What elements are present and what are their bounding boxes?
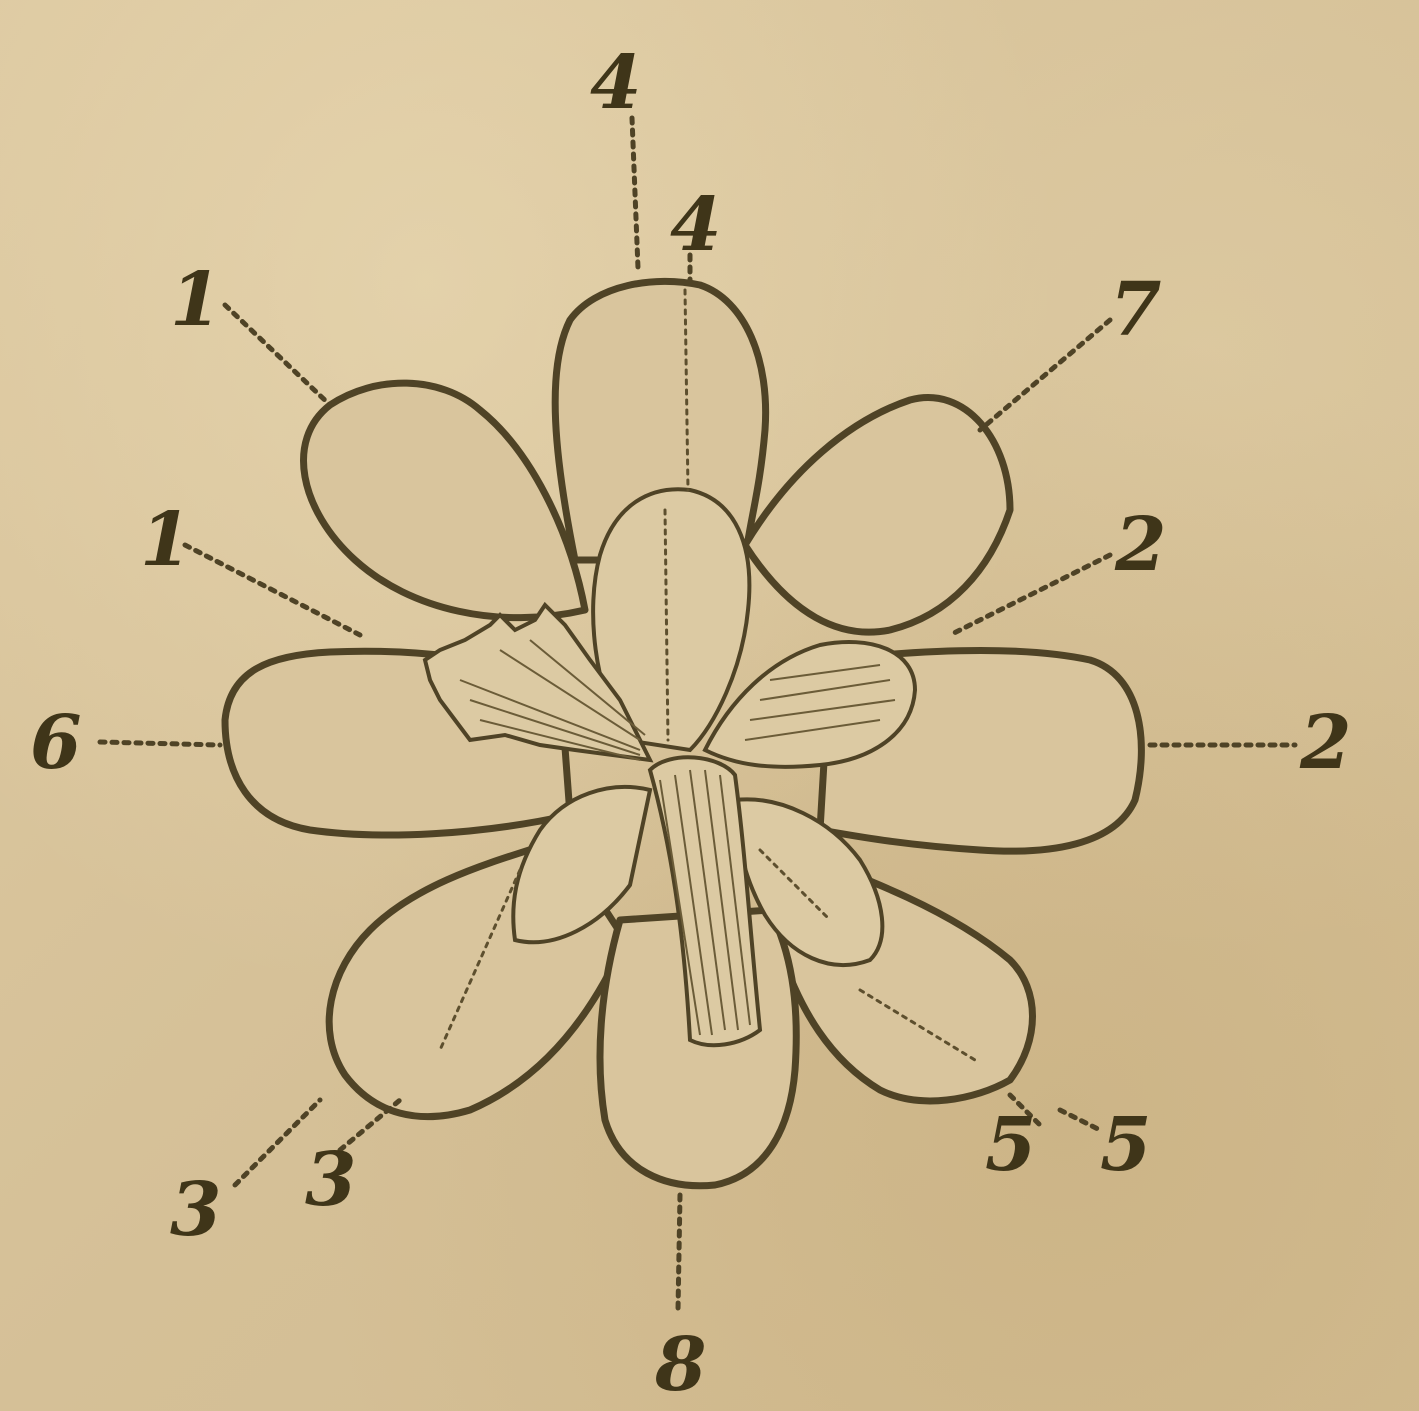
leader-8 xyxy=(678,1195,680,1310)
label-6: 6 xyxy=(30,700,82,786)
label-4-inner: 4 xyxy=(670,182,722,268)
label-5-inner: 5 xyxy=(985,1102,1037,1188)
label-1-lower: 1 xyxy=(140,497,192,583)
petal-top-left xyxy=(304,383,585,618)
leader-4-outer xyxy=(632,118,638,268)
leader-5-outer xyxy=(1060,1110,1100,1130)
label-1-upper: 1 xyxy=(170,257,222,343)
leader-7 xyxy=(980,320,1110,430)
label-8: 8 xyxy=(654,1322,707,1408)
label-5-outer: 5 xyxy=(1100,1102,1152,1188)
label-7: 7 xyxy=(1110,267,1162,353)
label-3-inner: 3 xyxy=(305,1137,357,1223)
label-2-right: 2 xyxy=(1299,700,1352,786)
label-2-upper: 2 xyxy=(1114,502,1167,588)
leader-1-lower xyxy=(185,545,360,635)
petal-top-right xyxy=(745,398,1010,633)
label-4-outer: 4 xyxy=(590,40,642,126)
leader-6 xyxy=(100,742,220,745)
label-3-outer: 3 xyxy=(170,1167,222,1253)
leader-1-upper xyxy=(225,305,330,405)
